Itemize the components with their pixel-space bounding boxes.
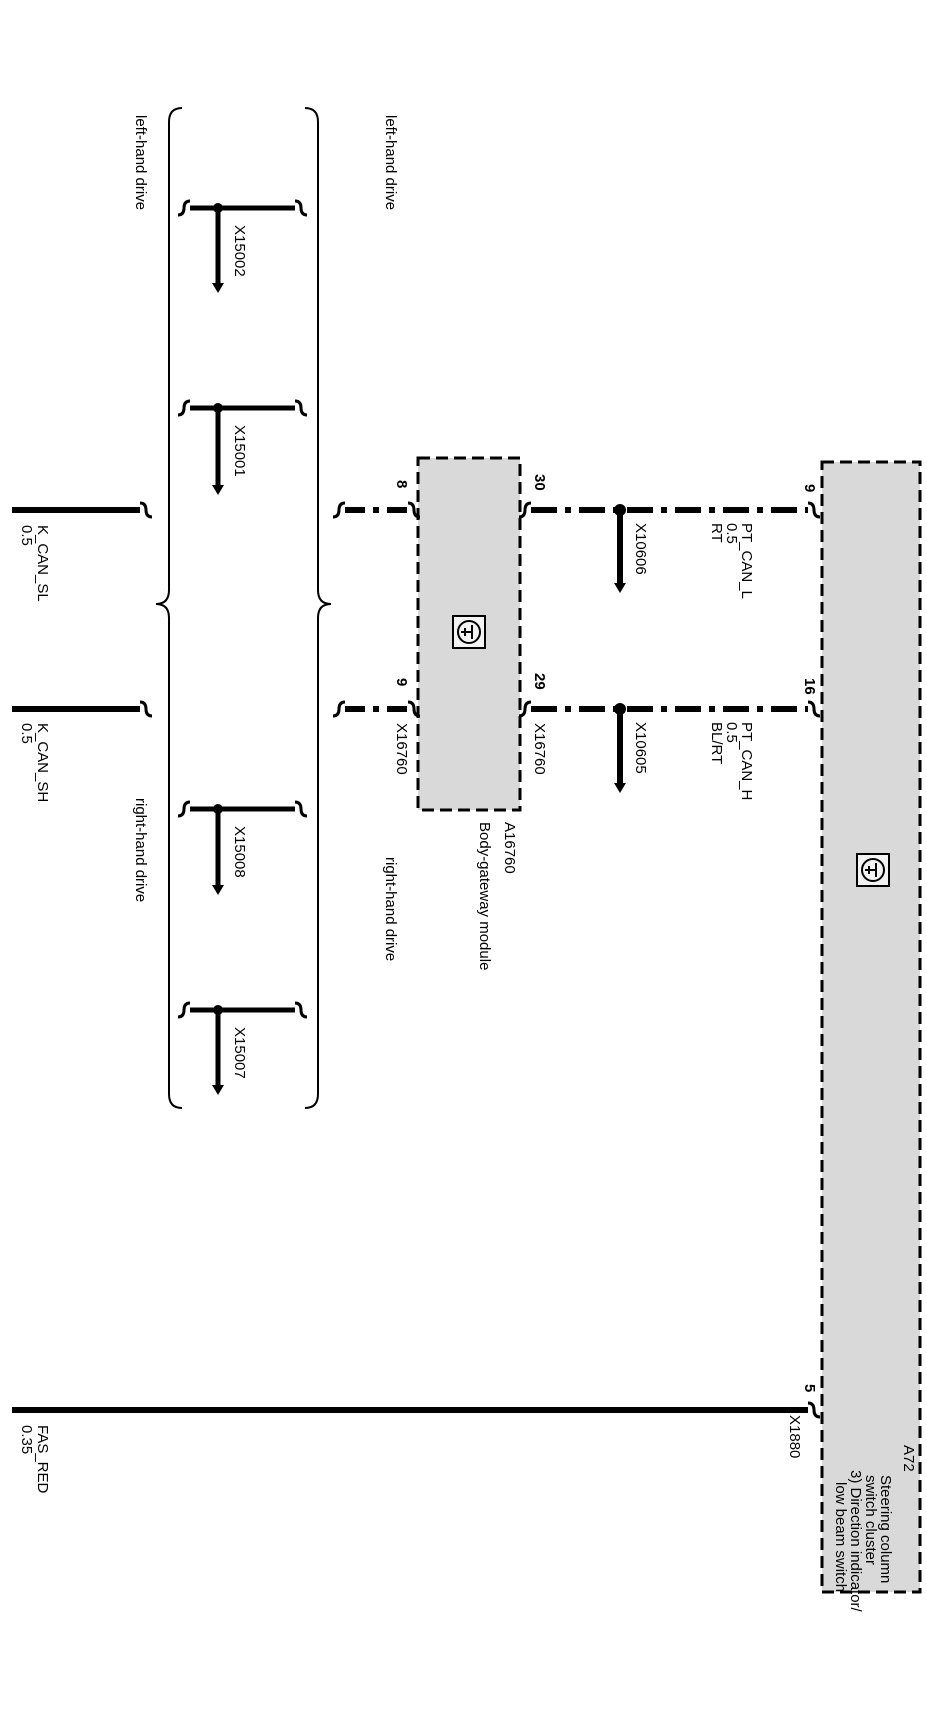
splice-x15002[interactable] (177, 199, 308, 293)
splice-label-x15001: X15001 (231, 425, 248, 477)
a72-desc-4: low beam switch (832, 1482, 849, 1592)
k-can-sl-gauge: 0.5 (18, 525, 35, 546)
k-can-sh-name: K_CAN_SH (34, 723, 51, 802)
a72-housing (820, 460, 922, 1594)
k-can-sl-name: K_CAN_SL (34, 525, 51, 602)
splice-label-x15002: X15002 (231, 225, 248, 277)
a72-id: A72 (900, 1445, 917, 1472)
rhd-label-lower: right-hand drive (132, 798, 149, 902)
wire-k-can-sh[interactable] (12, 700, 153, 718)
wire-gateway-pin-9[interactable] (332, 700, 421, 718)
wire-fas-red[interactable] (12, 1401, 821, 1419)
variant-brace-right (304, 107, 332, 1109)
wire-pt-can-l[interactable] (518, 501, 821, 593)
k-can-sh-gauge: 0.5 (18, 723, 35, 744)
pt-can-h-name: PT_CAN_H (738, 722, 755, 800)
a72-pin-can-l: 9 (801, 484, 818, 492)
gateway-pin-top-l: 30 (531, 474, 548, 491)
fas-red-name: FAS_RED (34, 1425, 51, 1494)
a72-desc-3: 3) Direction indicator/ (847, 1470, 864, 1613)
a72-symbol-icon (856, 853, 890, 887)
splice-x15008[interactable] (177, 800, 308, 895)
pt-can-l-name: PT_CAN_L (738, 523, 755, 599)
pt-can-l-color: RT (708, 523, 725, 543)
gateway-symbol-icon (452, 615, 486, 649)
fas-red-gauge: 0.35 (18, 1425, 35, 1454)
wire-k-can-sl[interactable] (12, 501, 153, 519)
pt-can-h-color: BL/RT (708, 722, 725, 764)
wire-gateway-pin-8[interactable] (332, 501, 421, 519)
module-a16760[interactable] (416, 456, 522, 812)
splice-label-x15008: X15008 (231, 826, 248, 878)
a72-desc-2: switch cluster (862, 1475, 879, 1565)
gateway-pin-top-h: 29 (531, 673, 548, 690)
pt-can-h-gauge: 0.5 (723, 722, 740, 743)
splice-label-x10606: X10606 (632, 523, 649, 575)
a72-connector: X1880 (786, 1415, 803, 1458)
gateway-connector-bottom: X16760 (393, 723, 410, 775)
splice-label-x10605: X10605 (632, 722, 649, 774)
variant-brace-left (155, 107, 183, 1109)
a72-pin-can-h: 16 (801, 678, 818, 695)
module-a72[interactable] (820, 460, 922, 1594)
splice-label-x15007: X15007 (231, 1027, 248, 1079)
lhd-label-upper: left-hand drive (382, 115, 399, 210)
gateway-name: Body-gateway module (476, 822, 493, 970)
pt-can-l-gauge: 0.5 (723, 523, 740, 544)
lhd-label-lower: left-hand drive (132, 115, 149, 210)
splice-x15007[interactable] (177, 1001, 308, 1095)
gateway-pin-bot-l: 8 (393, 480, 410, 488)
gateway-connector-top: X16760 (531, 723, 548, 775)
a72-desc-1: Steering column (877, 1475, 894, 1583)
a72-pin-fas: 5 (801, 1384, 818, 1392)
gateway-id: A16760 (501, 822, 518, 874)
rhd-label-upper: right-hand drive (382, 857, 399, 961)
splice-x15001[interactable] (177, 399, 308, 495)
wire-pt-can-h[interactable] (518, 700, 821, 793)
gateway-pin-bot-h: 9 (393, 678, 410, 686)
